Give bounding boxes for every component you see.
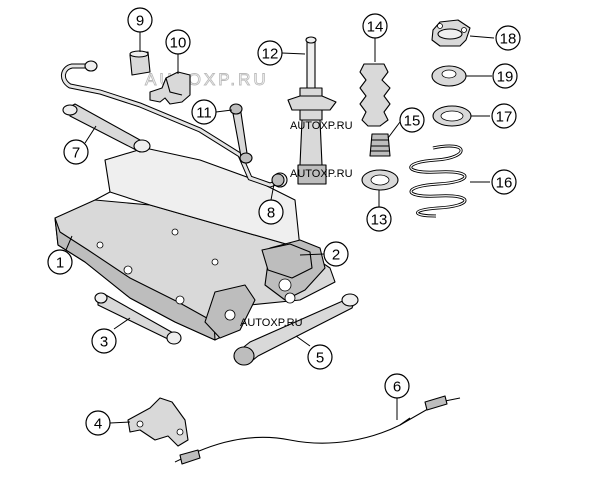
callout-label-14: 14	[367, 19, 384, 36]
callout-5: 5	[307, 344, 333, 370]
callout-label-12: 12	[262, 46, 279, 63]
lateral-arm-part-5	[233, 293, 359, 366]
lower-spring-seat-part-13	[361, 169, 399, 191]
callout-2: 2	[323, 241, 349, 267]
callout-label-7: 7	[72, 145, 80, 162]
link-mount-part-8	[271, 173, 285, 187]
lower-arm-part-3	[94, 292, 182, 345]
callout-label-11: 11	[196, 105, 212, 122]
callout-6: 6	[384, 373, 410, 399]
callout-label-1: 1	[56, 255, 64, 272]
callout-label-13: 13	[371, 212, 388, 229]
callout-label-3: 3	[100, 334, 108, 351]
callout-label-5: 5	[316, 350, 324, 367]
stabilizer-bushing-part-9	[129, 50, 151, 76]
callout-label-8: 8	[267, 205, 275, 222]
watermark-bottom: AUTOXP.RU	[240, 317, 303, 329]
callout-label-4: 4	[94, 416, 102, 433]
callout-18: 18	[495, 25, 521, 51]
callout-label-15: 15	[404, 113, 421, 130]
callout-4: 4	[85, 410, 111, 436]
watermark-strut-upper: AUTOXP.RU	[290, 120, 353, 132]
spring-insulator-part-17	[432, 105, 472, 127]
callout-8: 8	[258, 199, 284, 225]
callout-15: 15	[399, 107, 425, 133]
callout-label-6: 6	[393, 379, 401, 396]
subframe-part-1	[54, 147, 336, 341]
callout-17: 17	[491, 103, 517, 129]
callout-label-2: 2	[332, 247, 340, 264]
callout-16: 16	[491, 169, 517, 195]
parking-brake-bracket-part-4	[127, 397, 189, 447]
callout-9: 9	[127, 7, 153, 33]
callout-14: 14	[362, 13, 388, 39]
callout-13: 13	[366, 206, 392, 232]
parking-brake-cable-part-6	[174, 395, 461, 465]
callout-label-9: 9	[136, 13, 144, 30]
dust-boot-part-14	[359, 63, 391, 127]
upper-control-arm-part-7	[62, 103, 151, 153]
callout-1: 1	[47, 249, 73, 275]
watermark-strut-lower: AUTOXP.RU	[290, 168, 353, 180]
bump-stop-part-15	[369, 133, 391, 157]
coil-spring-part-16	[409, 144, 467, 218]
callout-label-10: 10	[170, 35, 187, 52]
callout-label-19: 19	[497, 69, 514, 86]
stabilizer-link-part-11	[229, 103, 253, 164]
shock-absorber-part-12	[287, 36, 337, 185]
callout-label-17: 17	[496, 109, 513, 126]
bracket-part-2	[261, 243, 313, 279]
callout-label-16: 16	[496, 175, 513, 192]
callout-19: 19	[492, 63, 518, 89]
callout-label-18: 18	[500, 31, 517, 48]
callout-7: 7	[63, 139, 89, 165]
callout-10: 10	[165, 29, 191, 55]
callout-11: 11	[191, 99, 217, 125]
leader-lines	[65, 30, 495, 424]
bushing-bracket-part-10	[149, 71, 191, 105]
callout-12: 12	[257, 40, 283, 66]
upper-spring-seat-part-19	[431, 65, 467, 87]
callout-3: 3	[91, 328, 117, 354]
top-mount-part-18	[431, 19, 471, 47]
